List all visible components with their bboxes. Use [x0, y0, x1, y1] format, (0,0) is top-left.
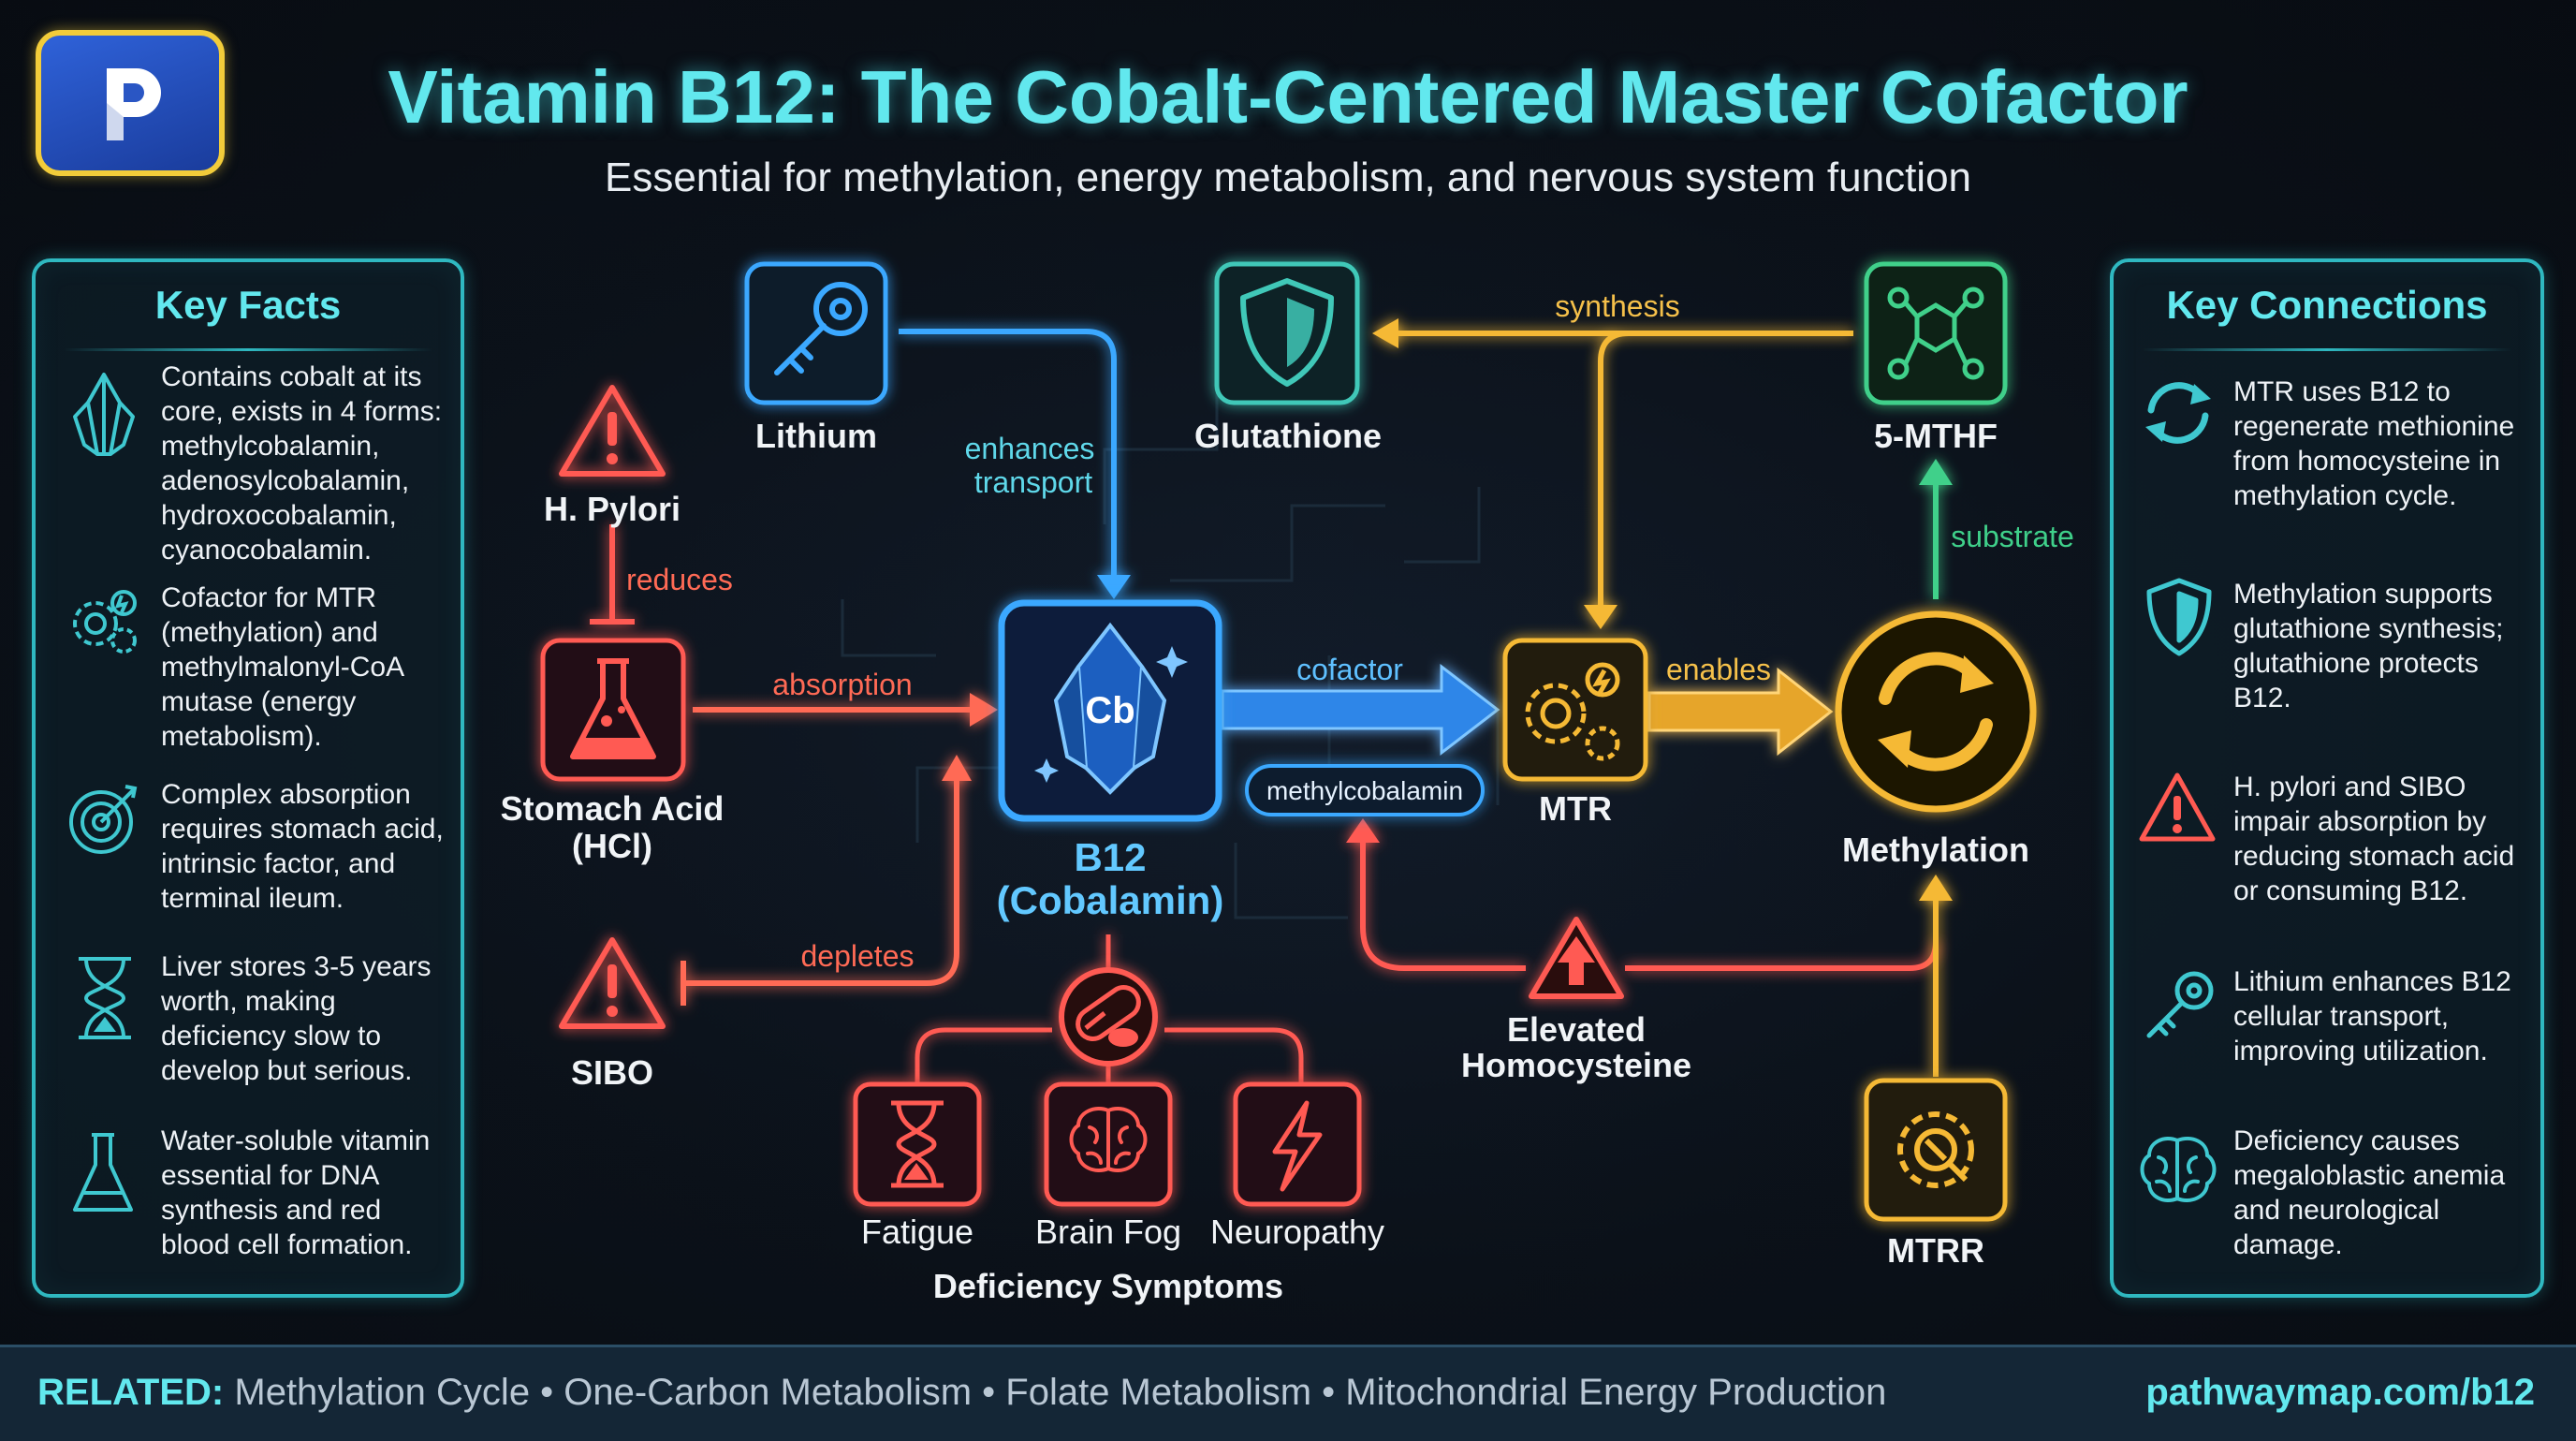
edge-label-absorption: absorption [772, 668, 912, 701]
edge-reduces [590, 524, 635, 625]
gears-icon [73, 590, 137, 654]
logo-p-icon [107, 68, 161, 140]
node-mtr[interactable] [1502, 638, 1648, 782]
methylcobalamin-pill [1245, 764, 1485, 816]
b12-symbol: Cb [1085, 690, 1134, 731]
label-stomach-acid: Stomach Acid [501, 789, 724, 828]
label-5-mthf: 5-MTHF [1874, 417, 1998, 455]
edge-label-depletes: depletes [801, 939, 915, 973]
target-icon [69, 785, 138, 854]
footer-bar: RELATED: Methylation Cycle • One-Carbon … [0, 1345, 2576, 1441]
brand-logo [36, 30, 225, 176]
node-5-mthf[interactable] [1864, 261, 2008, 405]
label-neuropathy: Neuropathy [1210, 1213, 1384, 1251]
node-lithium[interactable] [744, 261, 888, 405]
key-connections-title: Key Connections [2166, 283, 2488, 327]
edge-mtrr-methylation [1919, 875, 1953, 1077]
panel-divider [2142, 348, 2512, 351]
edge-enables [1647, 667, 1834, 757]
node-fatigue[interactable] [853, 1081, 982, 1207]
edge-label-enhances: enhances [965, 432, 1095, 465]
label-deficiency-symptoms: Deficiency Symptoms [933, 1267, 1283, 1305]
edge-label-enables: enables [1666, 653, 1771, 686]
key-icon [2146, 971, 2214, 1038]
edge-deficiency-tree [915, 934, 1304, 1084]
node-brain-fog[interactable] [1044, 1081, 1173, 1207]
related-topics: RELATED: Methylation Cycle • One-Carbon … [37, 1372, 1886, 1414]
edge-label-reduces: reduces [626, 563, 733, 596]
label-mtr: MTR [1539, 789, 1612, 828]
node-glutathione[interactable] [1214, 261, 1360, 405]
node-methylation[interactable] [1835, 610, 2037, 813]
site-url-link[interactable]: pathwaymap.com/b12 [2145, 1372, 2535, 1413]
label-mtrr: MTRR [1887, 1231, 1984, 1270]
edge-depletes [681, 755, 972, 1006]
node-sibo[interactable] [559, 937, 666, 1029]
edge-synthesis [1372, 318, 1853, 629]
cycle-icon [2145, 382, 2211, 444]
label-sibo: SIBO [571, 1053, 653, 1092]
edge-label-synthesis: synthesis [1555, 289, 1679, 323]
node-neuropathy[interactable] [1233, 1081, 1362, 1207]
panel-divider [64, 348, 432, 351]
node-homocysteine[interactable] [1529, 917, 1624, 999]
edge-label-transport: transport [974, 465, 1092, 499]
node-b12[interactable] [998, 599, 1222, 822]
page-subtitle: Essential for methylation, energy metabo… [604, 154, 1972, 200]
pill-icon [1059, 967, 1158, 1066]
label-elevated: Elevated [1507, 1010, 1646, 1049]
label-homocysteine: Homocysteine [1461, 1046, 1691, 1084]
related-label: RELATED: [37, 1372, 225, 1413]
label-b12: B12 [1074, 835, 1146, 879]
page-title: Vitamin B12: The Cobalt-Centered Master … [388, 55, 2188, 139]
edge-label-methylcobalamin: methylcobalamin [1266, 776, 1463, 805]
label-glutathione: Glutathione [1194, 417, 1382, 455]
hourglass-icon [79, 957, 131, 1039]
brain-icon [2140, 1137, 2217, 1202]
shield-icon [2146, 578, 2212, 656]
label-fatigue: Fatigue [861, 1213, 973, 1251]
node-mtrr[interactable] [1864, 1078, 2008, 1222]
edge-substrate [1919, 459, 1953, 599]
node-h-pylori[interactable] [559, 385, 666, 477]
flask-icon [73, 1133, 133, 1212]
warning-icon [2139, 772, 2216, 842]
edge-cofactor [1221, 663, 1500, 757]
label-methylation: Methylation [1842, 831, 2029, 869]
edge-absorption [693, 693, 998, 727]
label-h-pylori: H. Pylori [544, 490, 681, 528]
edge-label-substrate: substrate [1951, 520, 2074, 553]
related-links[interactable]: Methylation Cycle • One-Carbon Metabolis… [234, 1372, 1887, 1413]
label-stomach-acid-hcl: (HCl) [572, 827, 652, 865]
edge-lithium-b12 [899, 329, 1131, 599]
label-brain-fog: Brain Fog [1035, 1213, 1181, 1251]
label-lithium: Lithium [755, 417, 877, 455]
edge-label-cofactor: cofactor [1296, 653, 1403, 686]
key-facts-title: Key Facts [154, 283, 342, 327]
node-stomach-acid[interactable] [540, 638, 686, 782]
crystal-icon [73, 373, 135, 456]
label-b12-cobalamin: (Cobalamin) [997, 878, 1224, 922]
